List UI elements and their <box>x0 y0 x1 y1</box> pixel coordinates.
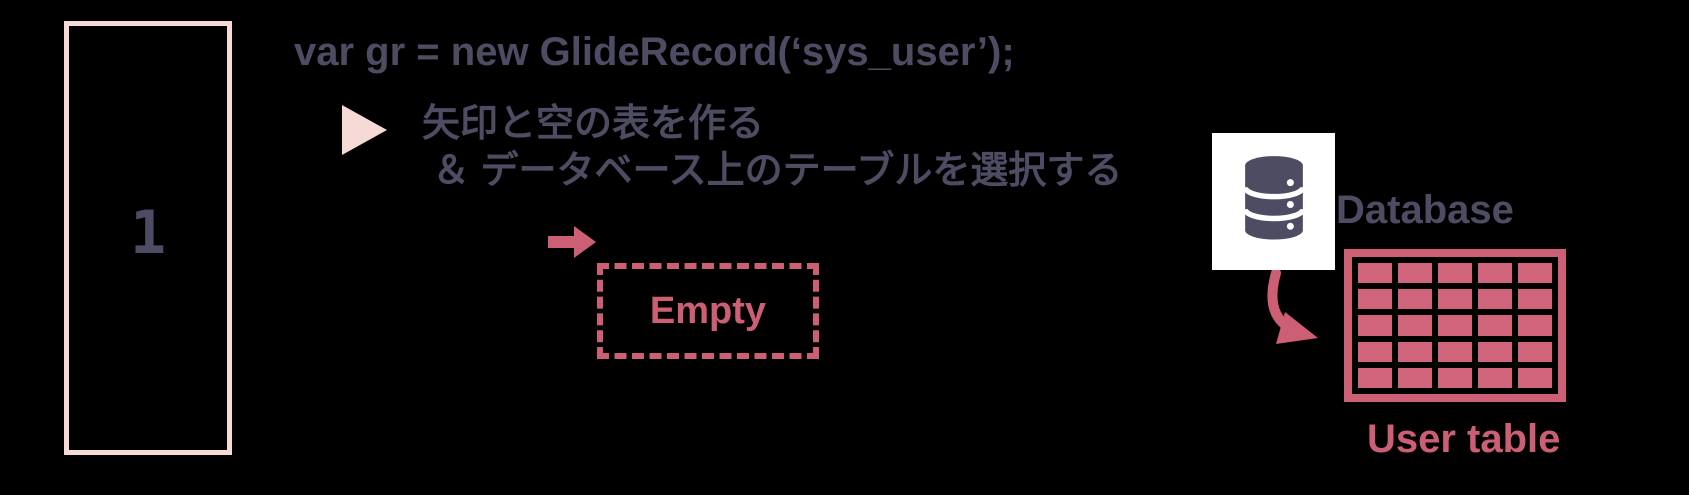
table-cell <box>1398 341 1432 362</box>
step-box: 1 <box>64 21 232 455</box>
table-cell <box>1518 289 1552 310</box>
note-text: 矢印と空の表を作る ＆ データベース上のテーブルを選択する <box>422 101 1122 195</box>
table-cell <box>1398 315 1432 336</box>
table-cell <box>1358 367 1392 388</box>
table-cell <box>1478 367 1512 388</box>
step-number: 1 <box>129 198 167 268</box>
table-cell <box>1518 341 1552 362</box>
database-label: Database <box>1336 188 1514 232</box>
table-cell <box>1358 315 1392 336</box>
right-arrow-icon <box>548 226 596 258</box>
table-cell <box>1438 289 1472 310</box>
note-line-2: ＆ データベース上のテーブルを選択する <box>432 150 1123 192</box>
table-cell <box>1518 263 1552 284</box>
note-line-1: 矢印と空の表を作る <box>422 103 765 145</box>
database-tile <box>1212 133 1335 270</box>
table-cell <box>1438 263 1472 284</box>
table-cell <box>1358 263 1392 284</box>
table-cell <box>1438 341 1472 362</box>
table-cell <box>1398 289 1432 310</box>
table-cell <box>1438 315 1472 336</box>
table-cell <box>1358 289 1392 310</box>
empty-label: Empty <box>649 289 767 332</box>
table-cell <box>1478 341 1512 362</box>
triangle-bullet-icon <box>342 105 387 155</box>
user-table-label: User table <box>1367 417 1561 461</box>
curved-arrow-icon <box>1262 268 1327 350</box>
empty-table-box: Empty <box>597 263 819 359</box>
table-cell <box>1478 315 1512 336</box>
table-cell <box>1518 367 1552 388</box>
user-table-grid <box>1344 249 1566 402</box>
table-cell <box>1518 315 1552 336</box>
table-cell <box>1478 289 1512 310</box>
table-cell <box>1358 341 1392 362</box>
database-icon <box>1235 147 1313 256</box>
code-line: var gr = new GlideRecord(‘sys_user’); <box>294 30 1015 74</box>
table-cell <box>1398 263 1432 284</box>
table-cell <box>1478 263 1512 284</box>
table-cell <box>1398 367 1432 388</box>
table-cell <box>1438 367 1472 388</box>
